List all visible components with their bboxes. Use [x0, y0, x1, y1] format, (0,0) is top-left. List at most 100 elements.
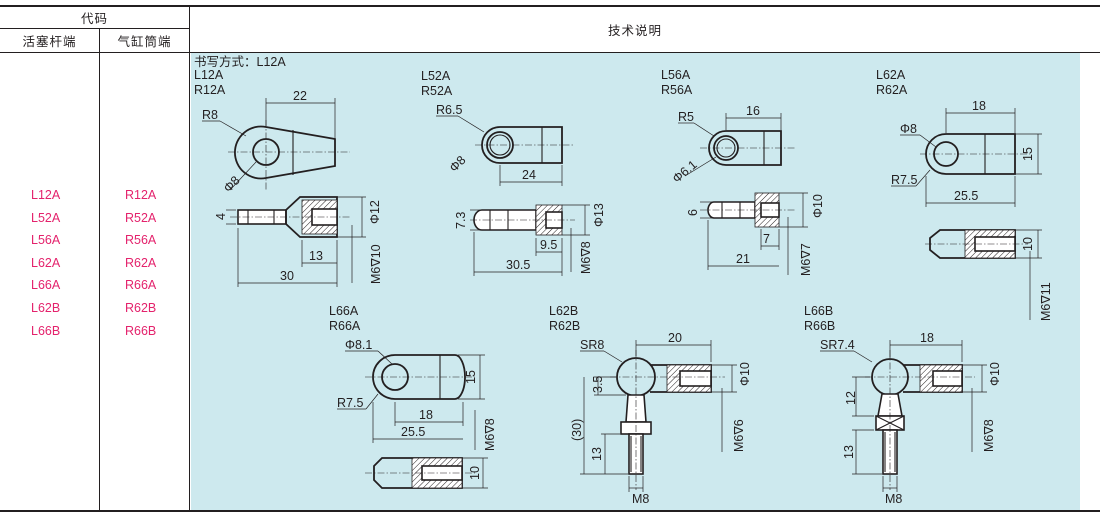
dimension-label: 25.5 — [401, 425, 425, 439]
notation-label: 书写方式：L12A — [194, 54, 286, 69]
dimension-label: 10 — [468, 466, 482, 480]
code-label: R62A — [876, 83, 908, 97]
dimension-label: R7.5 — [891, 173, 917, 187]
code-label: R66B — [804, 319, 835, 333]
dimension-label: 15 — [464, 370, 478, 384]
drawing-l56a: L56A R56A 16 R5 Φ6.1 — [661, 68, 825, 276]
list-item: L62B — [31, 300, 61, 315]
code-label: L62A — [876, 68, 906, 82]
dimension-label: 24 — [522, 168, 536, 182]
code-label: L66B — [804, 304, 833, 318]
dimension-label: M8 — [885, 492, 902, 506]
dimension-label: Φ10 — [811, 194, 825, 218]
dimension-label: Φ6.1 — [670, 157, 700, 185]
dimension-label: R7.5 — [337, 396, 363, 410]
list-item: R52A — [125, 210, 157, 225]
list-item: R66A — [125, 278, 157, 293]
dimension-label: 18 — [419, 408, 433, 422]
dimension-label: SR7.4 — [820, 338, 855, 352]
technical-drawing-panel: 书写方式：L12A L12A R12A 22 R8 Φ8 — [191, 53, 1080, 510]
code-label: R56A — [661, 83, 693, 97]
dimension-label: 16 — [746, 104, 760, 118]
dimension-label: 4 — [214, 213, 228, 220]
dimension-label: M8 — [632, 492, 649, 506]
dimension-label: 18 — [920, 331, 934, 345]
dimension-label: M6∇11 — [1039, 282, 1053, 321]
code-label: L62B — [549, 304, 578, 318]
table-bottom-border — [0, 510, 1100, 512]
list-item: L62A — [31, 255, 61, 270]
list-item: R62B — [125, 300, 157, 315]
code-label: L12A — [194, 68, 224, 82]
dimension-label: 21 — [736, 252, 750, 266]
list-item: L56A — [31, 233, 61, 248]
dimension-label: M6∇6 — [732, 419, 746, 452]
drawing-l62a: L62A R62A 18 Φ8 15 R7.5 — [876, 68, 1053, 321]
dimension-label: 22 — [293, 89, 307, 103]
dimension-label: M6∇7 — [799, 243, 813, 276]
list-item: R66B — [125, 323, 157, 338]
code-label: R12A — [194, 83, 226, 97]
code-label: R62B — [549, 319, 580, 333]
column-divider-notes — [189, 5, 190, 510]
dimension-label: 13 — [309, 249, 323, 263]
list-item: L52A — [31, 210, 61, 225]
dimension-label: M6∇8 — [982, 419, 996, 452]
technical-drawings: 书写方式：L12A L12A R12A 22 R8 Φ8 — [194, 54, 1053, 506]
dimension-label: R8 — [202, 108, 218, 122]
header-bottom-border — [0, 52, 1100, 53]
drawing-l62b: L62B R62B SR8 20 — [549, 304, 752, 506]
dimension-label: Φ8 — [221, 173, 243, 195]
cylinder-end-code-list: R12A R52A R56A R62A R66A R62B R66B — [125, 184, 156, 342]
table-top-border — [0, 5, 1100, 7]
dimension-label: 25.5 — [954, 189, 978, 203]
list-item: L12A — [31, 188, 61, 202]
dimension-label: (30) — [570, 419, 584, 441]
dimension-label: 13 — [590, 447, 604, 461]
dimension-label: 30.5 — [506, 258, 530, 272]
drawing-l52a: L52A R52A R6.5 Φ8 24 — [421, 69, 606, 276]
dimension-label: 7 — [763, 232, 770, 246]
dimension-label: M6∇8 — [579, 241, 593, 274]
code-label: L52A — [421, 69, 451, 83]
drawing-l12a: 书写方式：L12A L12A R12A 22 R8 Φ8 — [194, 54, 383, 287]
dimension-label: R5 — [678, 110, 694, 124]
dimension-label: Φ12 — [368, 200, 382, 224]
dimension-label: Φ8 — [447, 153, 469, 175]
list-item: R12A — [125, 188, 157, 202]
header-technical-notes: 技术说明 — [607, 22, 662, 38]
dimension-label: M6∇8 — [483, 418, 497, 451]
dimension-label: SR8 — [580, 338, 604, 352]
header-rod-end: 活塞杆端 — [22, 34, 77, 49]
dimension-label: 12 — [844, 391, 858, 405]
dimension-label: 6 — [686, 209, 700, 216]
dimension-label: 10 — [1021, 237, 1035, 251]
column-divider-codes — [99, 28, 100, 510]
list-item: L66A — [31, 278, 61, 293]
list-item: R56A — [125, 233, 157, 248]
dimension-label: Φ13 — [592, 203, 606, 227]
dimension-label: 3.5 — [591, 376, 605, 393]
dimension-label: 9.5 — [540, 238, 557, 252]
dimension-label: 15 — [1021, 147, 1035, 161]
dimension-label: M6∇10 — [369, 244, 383, 284]
code-label: R66A — [329, 319, 361, 333]
code-label: L56A — [661, 68, 691, 82]
dimension-label: 30 — [280, 269, 294, 283]
dimension-label: 7.3 — [454, 212, 468, 229]
drawing-l66a: L66A R66A Φ8.1 15 R7.5 18 — [329, 304, 497, 489]
drawing-l66b: L66B R66B SR7.4 18 — [804, 304, 1002, 506]
header-divider — [0, 28, 190, 29]
header-cylinder-end: 气缸筒端 — [117, 34, 172, 49]
dimension-label: Φ10 — [738, 362, 752, 386]
dimension-label: Φ8 — [900, 122, 917, 136]
dimension-label: Φ8.1 — [345, 338, 372, 352]
dimension-label: 13 — [842, 445, 856, 459]
code-label: R52A — [421, 84, 453, 98]
list-item: L66B — [31, 323, 61, 338]
header-code-group: 代码 — [80, 10, 108, 26]
dimension-label: Φ10 — [988, 362, 1002, 386]
rod-end-code-list: L12A L52A L56A L62A L66A L62B L66B — [31, 184, 60, 342]
list-item: R62A — [125, 255, 157, 270]
